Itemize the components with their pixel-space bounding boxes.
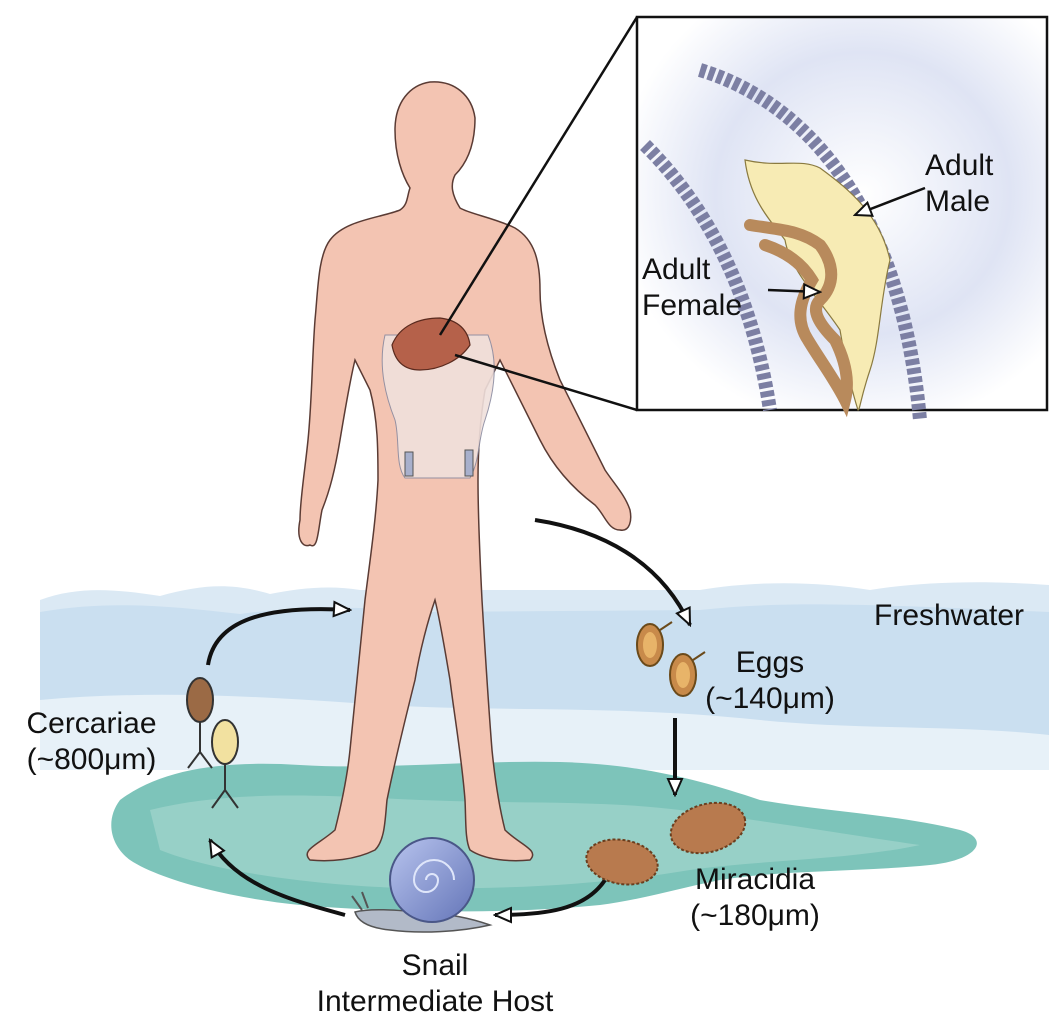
label-cercariae-line2: (~800μm): [4, 742, 179, 778]
label-adult-male-line2: Male: [925, 184, 993, 220]
label-adult-male: Adult Male: [925, 148, 993, 220]
label-adult-female: Adult Female: [642, 252, 742, 324]
label-snail: Snail Intermediate Host: [300, 948, 570, 1020]
label-miracidia: Miracidia (~180μm): [675, 862, 835, 934]
label-cercariae-line1: Cercariae: [4, 706, 179, 742]
label-snail-line1: Snail: [300, 948, 570, 984]
label-miracidia-line1: Miracidia: [675, 862, 835, 898]
label-adult-female-line1: Adult: [642, 252, 742, 288]
label-eggs: Eggs (~140μm): [695, 645, 845, 717]
label-adult-female-line2: Female: [642, 288, 742, 324]
label-freshwater: Freshwater: [874, 598, 1024, 634]
label-snail-line2: Intermediate Host: [300, 984, 570, 1020]
label-eggs-line1: Eggs: [695, 645, 845, 681]
label-cercariae: Cercariae (~800μm): [4, 706, 179, 778]
label-adult-male-line1: Adult: [925, 148, 993, 184]
label-eggs-line2: (~140μm): [695, 681, 845, 717]
label-miracidia-line2: (~180μm): [675, 898, 835, 934]
label-freshwater-text: Freshwater: [874, 599, 1024, 632]
